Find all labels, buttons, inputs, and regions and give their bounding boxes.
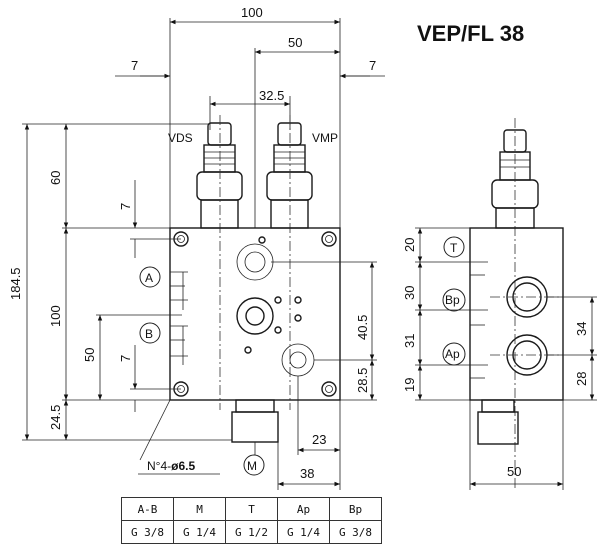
- vds-label: VDS: [168, 131, 193, 145]
- table-header-row: A-B M T Ap Bp: [121, 497, 382, 521]
- dim-7-left: 7: [131, 58, 138, 73]
- dim-100-left: 100: [48, 305, 63, 327]
- side-port-ticks: [470, 261, 488, 379]
- dim-50: 50: [288, 35, 302, 50]
- port-t-label: T: [450, 241, 458, 255]
- dim-side-28: 28: [574, 372, 589, 386]
- table-row: G 3/8 G 1/4 G 1/2 G 1/4 G 3/8: [121, 520, 382, 544]
- hole-note: N°4-ø6.5: [147, 459, 195, 473]
- valve-body: [169, 227, 341, 401]
- side-body: [469, 227, 564, 401]
- dim-side-50: 50: [507, 464, 521, 479]
- dim-side-19: 19: [402, 378, 417, 392]
- dim-28-5: 28.5: [355, 368, 370, 393]
- table-header-cell: M: [173, 497, 226, 521]
- port-ticks-left: [170, 271, 188, 365]
- table-header-cell: Ap: [277, 497, 330, 521]
- dim-side-30: 30: [402, 286, 417, 300]
- dim-7-right: 7: [369, 58, 376, 73]
- table-cell: G 1/4: [173, 520, 226, 544]
- dim-7-top: 7: [118, 203, 133, 210]
- port-ap-label: Ap: [445, 347, 460, 361]
- dim-184-5: 184.5: [8, 267, 23, 300]
- dim-40-5: 40.5: [355, 315, 370, 340]
- table-cell: G 3/8: [329, 520, 382, 544]
- mounting-holes: [173, 231, 337, 397]
- table-cell: G 3/8: [121, 520, 174, 544]
- side-view: T Bp Ap 20 30 31 19 34 28 50: [402, 118, 597, 490]
- vmp-label: VMP: [312, 131, 338, 145]
- port-b-label: B: [145, 327, 153, 341]
- dim-24-5: 24.5: [48, 405, 63, 430]
- table-header-cell: T: [225, 497, 278, 521]
- dim-50-left: 50: [82, 348, 97, 362]
- table-cell: G 1/2: [225, 520, 278, 544]
- vmp-cartridge: [266, 122, 313, 229]
- vds-cartridge: [196, 122, 243, 229]
- dim-side-20: 20: [402, 238, 417, 252]
- port-thread-table: A-B M T Ap Bp G 3/8 G 1/4 G 1/2 G 1/4 G …: [121, 497, 382, 544]
- dim-side-34: 34: [574, 322, 589, 336]
- front-view: 100 50 7 7 32.5 VDS VM: [8, 5, 385, 490]
- dim-32-5: 32.5: [259, 88, 284, 103]
- port-m-label: M: [247, 459, 257, 473]
- dim-7-bottom: 7: [118, 355, 133, 362]
- dim-side-31: 31: [402, 334, 417, 348]
- table-cell: G 1/4: [277, 520, 330, 544]
- dim-100-top: 100: [241, 5, 263, 20]
- dim-38: 38: [300, 466, 314, 481]
- port-bp-label: Bp: [445, 293, 460, 307]
- table-header-cell: Bp: [329, 497, 382, 521]
- table-header-cell: A-B: [121, 497, 174, 521]
- dim-60: 60: [48, 171, 63, 185]
- drawing-title: VEP/FL 38: [417, 21, 524, 46]
- port-a-label: A: [145, 271, 153, 285]
- dim-23: 23: [312, 432, 326, 447]
